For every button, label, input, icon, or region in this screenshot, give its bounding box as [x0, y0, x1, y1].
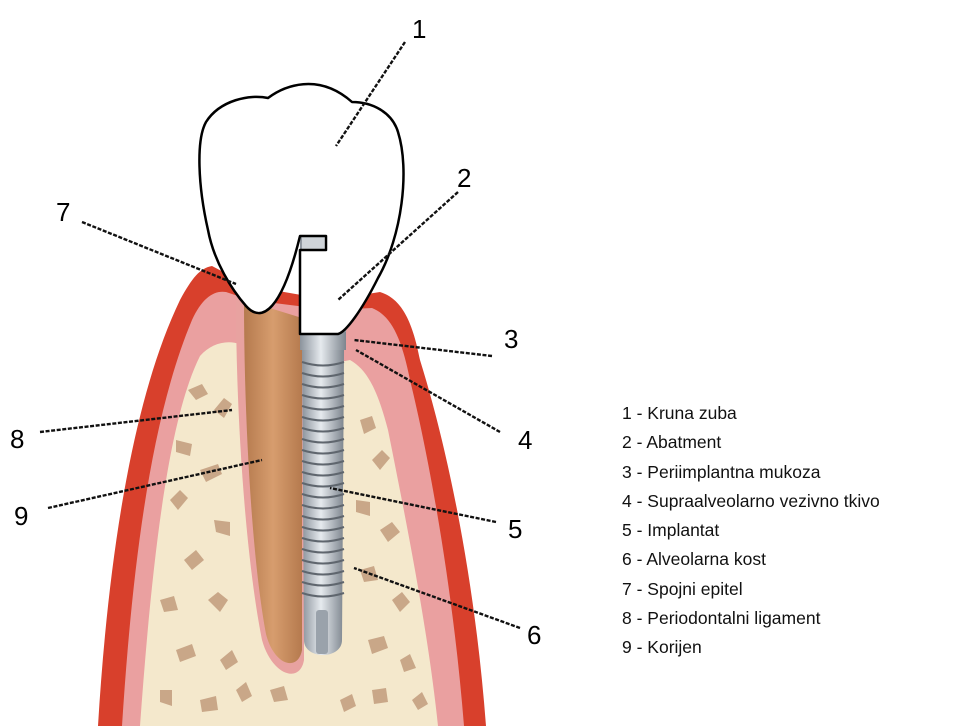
label-number-4: 4 — [518, 425, 532, 455]
legend-item: 8 - Periodontalni ligament — [622, 606, 880, 635]
label-number-3: 3 — [504, 324, 518, 354]
legend-item: 5 - Implantat — [622, 518, 880, 547]
label-number-8: 8 — [10, 424, 24, 454]
label-number-2: 2 — [457, 163, 471, 193]
legend: 1 - Kruna zuba 2 - Abatment 3 - Periimpl… — [622, 401, 880, 665]
label-number-7: 7 — [56, 197, 70, 227]
legend-item: 9 - Korijen — [622, 635, 880, 664]
legend-item: 4 - Supraalveolarno vezivno tkivo — [622, 489, 880, 518]
legend-item: 6 - Alveolarna kost — [622, 547, 880, 576]
legend-item: 7 - Spojni epitel — [622, 577, 880, 606]
label-number-5: 5 — [508, 514, 522, 544]
legend-item: 3 - Periimplantna mukoza — [622, 460, 880, 489]
label-number-6: 6 — [527, 620, 541, 650]
implant — [300, 332, 346, 655]
label-number-9: 9 — [14, 501, 28, 531]
legend-item: 1 - Kruna zuba — [622, 401, 880, 430]
label-number-1: 1 — [412, 14, 426, 44]
legend-item: 2 - Abatment — [622, 430, 880, 459]
